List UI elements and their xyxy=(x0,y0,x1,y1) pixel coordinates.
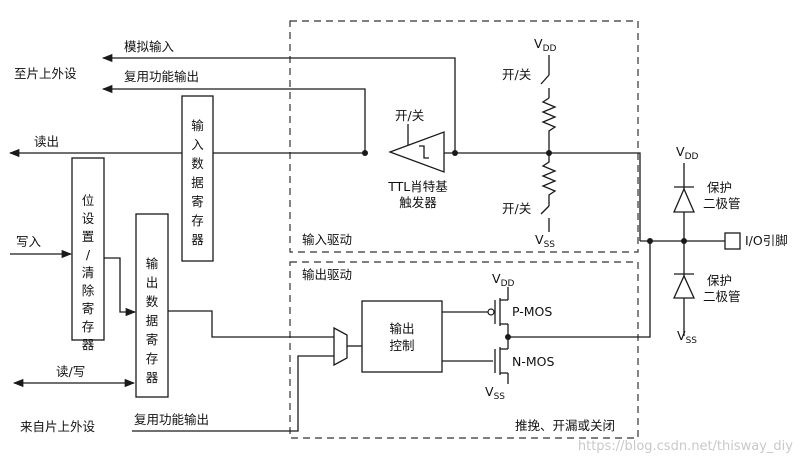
bit-set-reset-register xyxy=(71,157,105,341)
register-label-char: 置 xyxy=(82,229,95,244)
alt-func-output-bottom-wire xyxy=(132,355,334,432)
io-pin-label: I/O引脚 xyxy=(745,233,788,248)
ttl-schmitt-trigger xyxy=(388,131,445,173)
register-label-char: 数 xyxy=(191,156,204,171)
protect-diode-bottom-label-line1: 保护 xyxy=(707,273,732,288)
pull-down-switch xyxy=(540,205,550,232)
register-label-char: 据 xyxy=(146,313,159,328)
register-label-char: 数 xyxy=(146,294,159,309)
read-junction xyxy=(362,150,368,156)
input-data-register xyxy=(181,95,214,262)
output-control-label-line1: 输出 xyxy=(389,321,414,336)
register-label-char: 位 xyxy=(82,193,95,208)
pin-bus-junction-1 xyxy=(647,238,653,244)
alt-func-output-bottom-label: 复用功能输出 xyxy=(134,412,209,427)
register-label-char: 寄 xyxy=(146,332,159,347)
n-mos-label: N-MOS xyxy=(512,354,554,369)
register-label-char: / xyxy=(86,247,91,262)
register-label-char: 寄 xyxy=(191,194,204,209)
protection-diode-bottom xyxy=(672,273,696,299)
output-driver-region xyxy=(289,261,639,439)
n-mos-transistor xyxy=(494,337,509,384)
register-label-char: 存 xyxy=(82,319,95,334)
protect-diode-bottom-label-line2: 二极管 xyxy=(703,289,741,304)
register-label-char: 入 xyxy=(191,137,204,152)
to-on-chip-peripheral-label: 至片上外设 xyxy=(14,66,77,81)
analog-input-wire xyxy=(101,53,456,151)
output-data-register xyxy=(135,213,169,398)
pull-up-switch xyxy=(540,55,550,98)
register-label-char: 清 xyxy=(82,265,95,280)
register-label-char: 器 xyxy=(191,232,204,247)
protect-vss-label: VSS xyxy=(677,328,697,346)
protection-diode-top xyxy=(673,186,695,213)
bsr-to-odr-wire xyxy=(104,257,137,317)
analog-junction xyxy=(452,150,458,156)
pull-down-on-off-label: 开/关 xyxy=(502,201,531,216)
register-label-char: 据 xyxy=(191,175,204,190)
protect-vdd-label: VDD xyxy=(676,144,698,162)
register-label-char: 器 xyxy=(82,337,95,352)
from-on-chip-peripheral-label: 来自片上外设 xyxy=(20,419,96,434)
output-mode-label: 推挽、开漏或关闭 xyxy=(515,418,615,433)
read-write-label: 读/写 xyxy=(56,364,85,379)
write-in-label: 写入 xyxy=(16,234,42,249)
register-label-char: 输 xyxy=(146,256,159,271)
alt-func-output-top-label: 复用功能输出 xyxy=(124,69,199,84)
ttl-schmitt-label-line1: TTL肖特基 xyxy=(387,179,448,194)
register-label-char: 寄 xyxy=(82,301,95,316)
nmos-vss-label: VSS xyxy=(485,384,505,402)
schmitt-on-off-label: 开/关 xyxy=(395,108,424,123)
output-control-label-line2: 控制 xyxy=(389,338,414,353)
input-path-wire xyxy=(444,152,641,241)
protect-diode-top-label-line2: 二极管 xyxy=(703,196,741,211)
output-node-junction xyxy=(505,334,511,340)
register-label-char: 设 xyxy=(82,211,95,226)
pull-up-resistor xyxy=(541,97,557,153)
register-label-char: 出 xyxy=(146,275,159,290)
output-control-block xyxy=(361,300,443,373)
pmos-vdd-label: VDD xyxy=(492,271,514,289)
output-multiplexer xyxy=(333,326,348,367)
pull-up-on-off-label: 开/关 xyxy=(502,67,531,82)
input-driver-region xyxy=(289,20,639,253)
analog-input-label: 模拟输入 xyxy=(124,39,175,54)
protect-diode-top-label-line1: 保护 xyxy=(707,180,732,195)
watermark-text: https://blog.csdn.net/thisway_diy xyxy=(578,439,793,454)
pull-down-resistor xyxy=(541,153,557,206)
io-pin-square xyxy=(724,232,741,250)
read-out-label: 读出 xyxy=(34,134,59,149)
schmitt-hysteresis-icon xyxy=(419,145,429,159)
odr-to-mux-wire xyxy=(168,310,334,338)
p-mos-label: P-MOS xyxy=(512,304,552,319)
alt-func-output-top-wire xyxy=(101,84,366,151)
output-node-wire xyxy=(508,241,651,338)
p-mos-transistor xyxy=(487,287,509,337)
pin-bus-junction-2 xyxy=(681,238,687,244)
pull-down-vss-label: VSS xyxy=(535,232,555,250)
register-label-char: 除 xyxy=(82,283,95,298)
register-label-char: 存 xyxy=(146,351,159,366)
ttl-schmitt-label-line2: 触发器 xyxy=(399,195,437,210)
register-label-char: 存 xyxy=(191,213,204,228)
output-driver-label: 输出驱动 xyxy=(302,267,352,282)
input-driver-label: 输入驱动 xyxy=(302,232,352,247)
register-label-char: 器 xyxy=(146,370,159,385)
pull-up-vdd-label: VDD xyxy=(534,36,556,54)
register-label-char: 输 xyxy=(191,118,204,133)
